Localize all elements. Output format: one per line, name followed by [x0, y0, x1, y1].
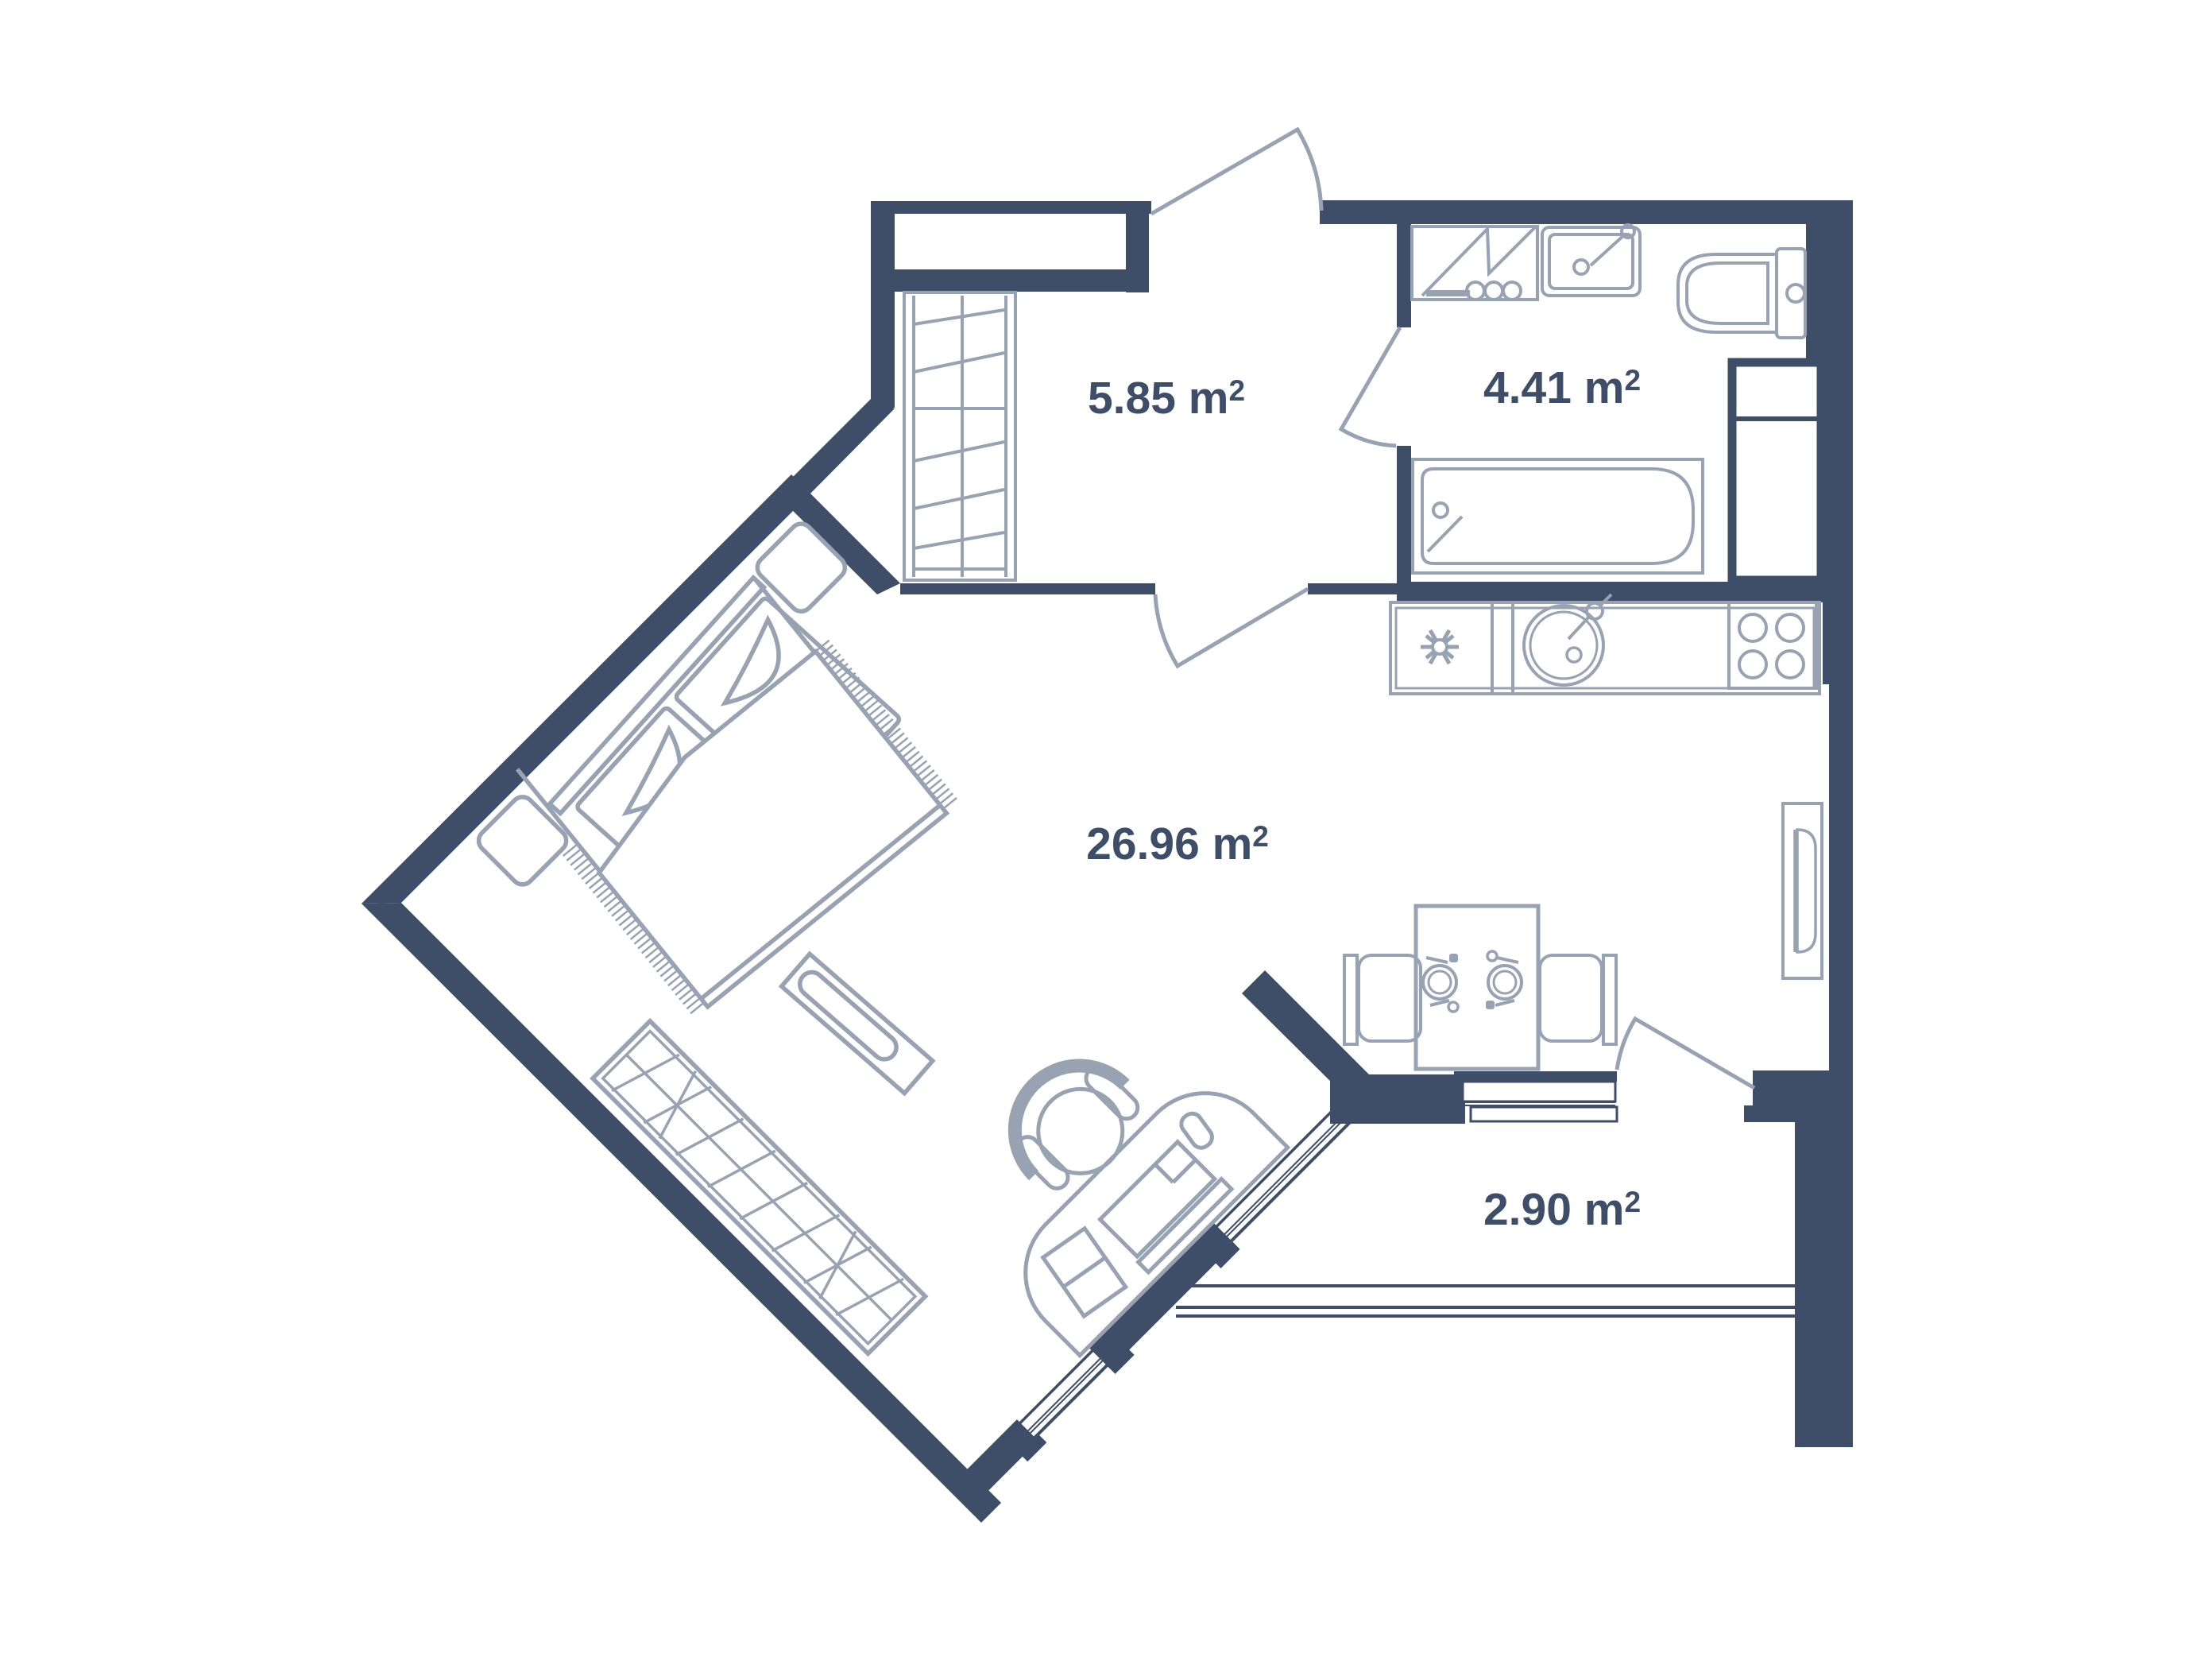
- svg-text:2.90 m2: 2.90 m2: [1483, 1184, 1641, 1235]
- svg-text:5.85 m2: 5.85 m2: [1088, 373, 1245, 424]
- svg-text:4.41 m2: 4.41 m2: [1483, 362, 1641, 413]
- svg-text:26.96 m2: 26.96 m2: [1086, 819, 1269, 869]
